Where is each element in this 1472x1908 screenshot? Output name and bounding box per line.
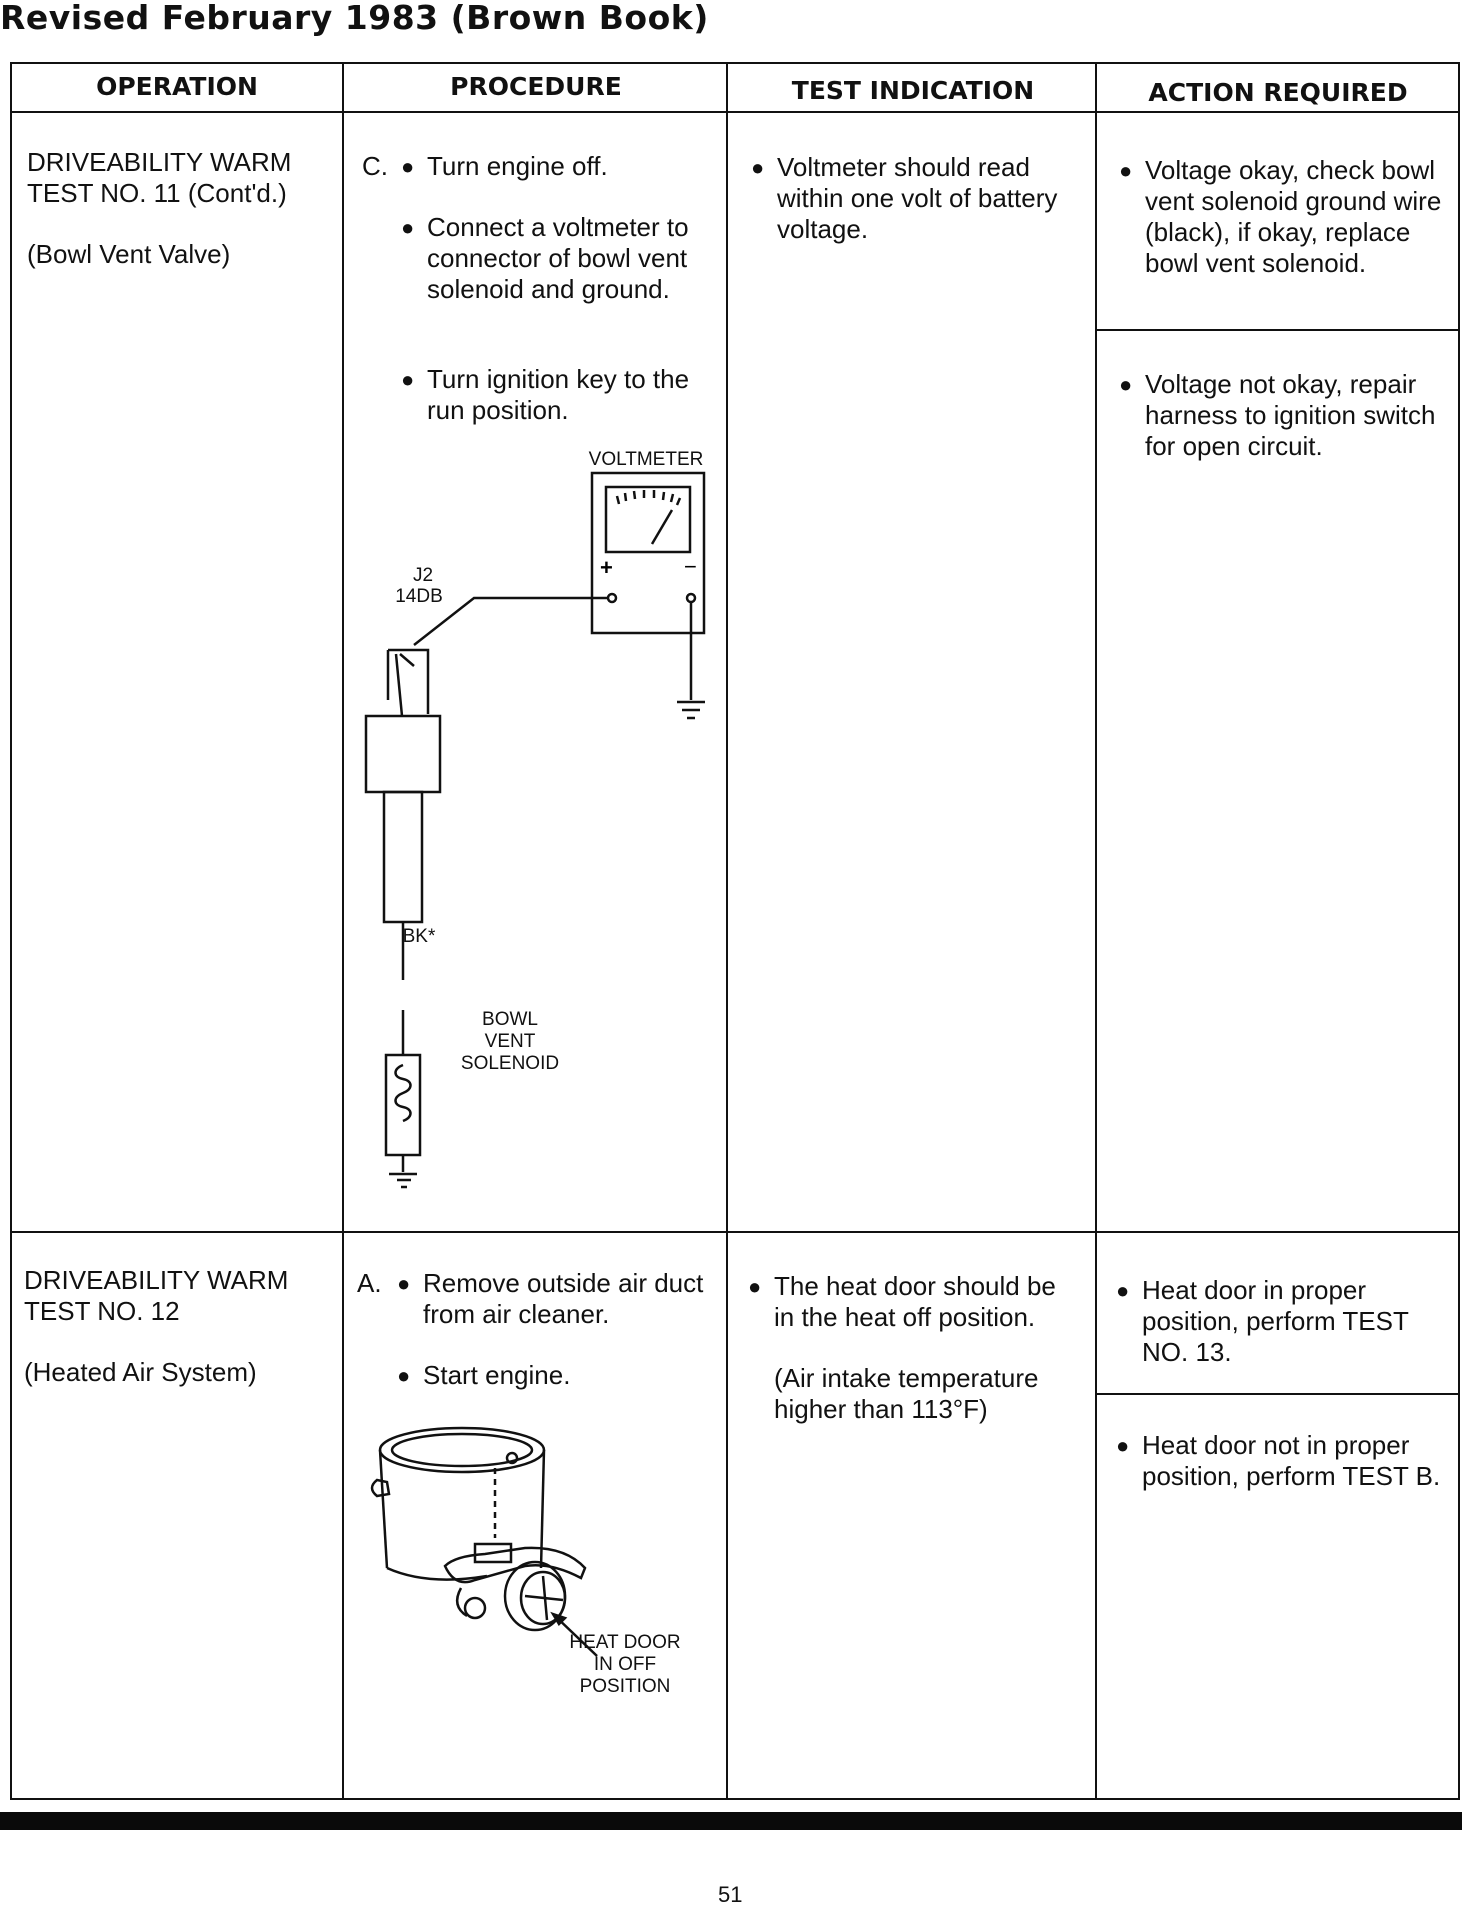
header-test-indication: TEST INDICATION	[791, 76, 1035, 105]
voltmeter-body	[590, 471, 706, 635]
header-procedure: PROCEDURE	[450, 72, 622, 101]
page-title: Revised February 1983 (Brown Book)	[0, 0, 709, 37]
row2-operation: DRIVEABILITY WARM TEST NO. 12 (Heated Ai…	[24, 1265, 324, 1388]
row1-action-2: ● Voltage not okay, repair harness to ig…	[1119, 369, 1436, 461]
table-grid	[10, 62, 1460, 1800]
voltmeter-label: VOLTMETER	[588, 449, 704, 470]
solenoid-box	[384, 1053, 422, 1157]
row1-procedure-step-1: C. ● Turn engine off.	[362, 151, 608, 181]
row2-operation-line1: DRIVEABILITY WARM	[24, 1265, 289, 1295]
header-action-required: ACTION REQUIRED	[1148, 78, 1408, 107]
bullet-icon: ●	[397, 1363, 411, 1388]
row1-operation: DRIVEABILITY WARM TEST NO. 11 (Cont'd.) …	[27, 147, 327, 270]
bullet-icon: ●	[748, 1274, 762, 1299]
plus-sign: +	[600, 555, 613, 580]
row2-procedure-step-2: ● Start engine.	[397, 1360, 571, 1390]
heat-door-label: HEAT DOOR IN OFF POSITION	[569, 1632, 681, 1697]
footer-rule	[0, 1812, 1462, 1830]
row2-procedure-step-1: A. ● Remove outside air duct from air cl…	[357, 1268, 704, 1329]
bullet-icon: ●	[1116, 1433, 1130, 1458]
bullet-icon: ●	[401, 215, 415, 240]
row1-operation-line3: (Bowl Vent Valve)	[27, 239, 231, 269]
bullet-icon: ●	[401, 154, 415, 179]
row1-procedure-step-3: ● Turn ignition key to the run position.	[401, 364, 690, 425]
wire-label-bk: BK*	[402, 926, 436, 947]
row1-action-1: ● Voltage okay, check bowl vent solenoid…	[1119, 155, 1442, 278]
bullet-icon: ●	[397, 1271, 411, 1296]
bullet-icon: ●	[401, 367, 415, 392]
bullet-icon: ●	[751, 155, 765, 180]
bullet-icon: ●	[1119, 372, 1133, 397]
header-operation: OPERATION	[96, 72, 258, 101]
air-cleaner-diagram	[370, 1426, 598, 1657]
row2-step-letter: A.	[357, 1268, 382, 1298]
row2-operation-line3: (Heated Air System)	[24, 1357, 257, 1387]
row1-operation-line1: DRIVEABILITY WARM	[27, 147, 292, 177]
row2-test-indication: ● The heat door should be in the heat of…	[748, 1271, 1074, 1425]
page-number: 51	[718, 1882, 743, 1907]
solenoid-ground-icon	[397, 1178, 411, 1189]
voltmeter-circuit-diagram: + −	[364, 471, 706, 1176]
row1-operation-line2: TEST NO. 11 (Cont'd.)	[27, 178, 287, 208]
bullet-icon: ●	[1119, 158, 1133, 183]
row1-step-letter: C.	[362, 151, 388, 181]
bullet-icon: ●	[1116, 1278, 1130, 1303]
connector-label-j2: J2	[412, 565, 434, 586]
row2-test-note: (Air intake temperature higher than 113°…	[774, 1363, 1039, 1424]
row2-action-1: ● Heat door in proper position, perform …	[1116, 1275, 1409, 1367]
row1-procedure-step-2: ● Connect a voltmeter to connector of bo…	[401, 212, 689, 304]
voltmeter-dial	[604, 485, 692, 554]
row2-action-2: ● Heat door not in proper position, perf…	[1116, 1430, 1441, 1491]
row1-test-indication: ● Voltmeter should read within one volt …	[751, 152, 1058, 244]
connector-label-14db: 14DB	[395, 586, 443, 607]
row2-operation-line2: TEST NO. 12	[24, 1296, 180, 1326]
solenoid-label: BOWL VENT SOLENOID	[460, 1009, 560, 1074]
minus-sign: −	[684, 554, 697, 579]
